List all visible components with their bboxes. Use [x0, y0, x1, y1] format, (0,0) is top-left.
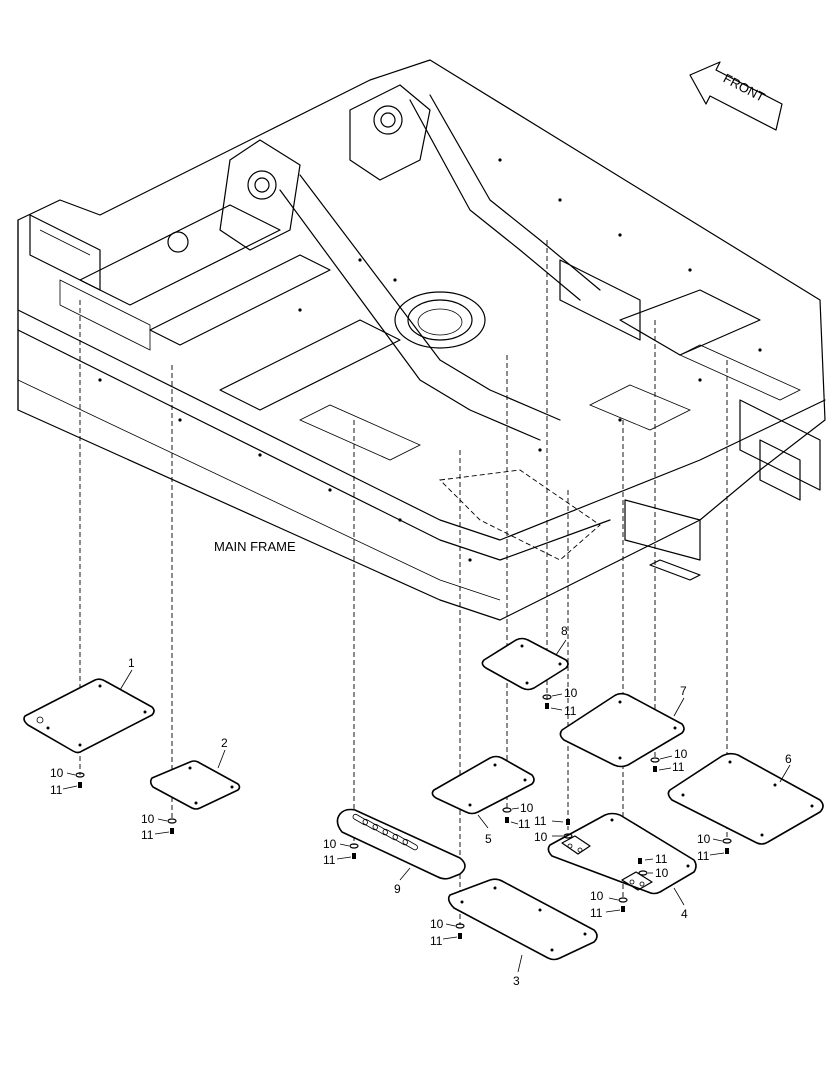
part-label-3: 3 [513, 974, 520, 988]
bolt-label-2: 11 [141, 828, 154, 842]
fastener-group-3: 10 11 [430, 917, 465, 948]
fastener-group-4-right: 11 10 [638, 852, 669, 880]
part-label-7: 7 [680, 684, 687, 698]
bolt-label-4b: 11 [534, 814, 547, 828]
cover-plate-9: 9 [336, 808, 466, 896]
washer-label-2: 10 [141, 812, 155, 826]
washer-label-8: 10 [564, 686, 578, 700]
cover-plate-3: 3 [447, 878, 598, 988]
bolt-label-4c: 11 [655, 852, 668, 866]
bolt-label-4a: 11 [590, 906, 603, 920]
fastener-group-4-top: 11 10 [534, 814, 573, 844]
cover-plate-2: 2 [149, 736, 241, 810]
cover-plate-6: 6 [667, 752, 824, 845]
bolt-label-7: 11 [672, 760, 685, 774]
part-label-1: 1 [128, 656, 135, 670]
washer-label-6: 10 [697, 832, 711, 846]
cover-plate-4: 4 [547, 812, 697, 921]
leader-lines [79, 240, 728, 925]
part-label-4: 4 [681, 907, 688, 921]
part-label-2: 2 [221, 736, 228, 750]
bolt-label-5: 11 [518, 817, 531, 831]
bolt-label-8: 11 [564, 704, 577, 718]
fastener-group-2: 10 11 [141, 812, 177, 842]
washer-label-4b: 10 [534, 830, 548, 844]
fastener-group-6: 10 11 [697, 832, 732, 863]
washer-label-3: 10 [430, 917, 444, 931]
main-frame-label: MAIN FRAME [214, 539, 296, 554]
washer-label-9: 10 [323, 837, 337, 851]
front-label: FRONT [721, 70, 768, 104]
fastener-group-8: 10 11 [542, 686, 578, 718]
part-label-9: 9 [394, 882, 401, 896]
cover-plate-1: 1 [23, 656, 155, 754]
washer-label-4a: 10 [590, 889, 604, 903]
washer-label-5: 10 [520, 801, 534, 815]
washer-label-1: 10 [50, 766, 64, 780]
fastener-group-4-left: 10 11 [590, 889, 628, 920]
washer-label-4c: 10 [655, 866, 669, 880]
fastener-group-9: 10 11 [323, 837, 359, 867]
part-label-6: 6 [785, 752, 792, 766]
bolt-label-9: 11 [323, 853, 336, 867]
fastener-group-5: 10 11 [502, 801, 534, 831]
cover-plate-8: 8 [481, 624, 569, 691]
front-arrow: FRONT [689, 61, 783, 131]
vent-slots [352, 813, 418, 851]
part-label-5: 5 [485, 832, 492, 846]
cover-plate-7: 7 [559, 684, 687, 768]
main-frame-drawing [17, 59, 826, 621]
cover-plate-5: 5 [431, 755, 535, 846]
fastener-group-1: 10 11 [50, 766, 85, 797]
fastener-group-7: 10 11 [650, 747, 688, 774]
washer-label-7: 10 [674, 747, 688, 761]
bolt-label-1: 11 [50, 783, 63, 797]
part-label-8: 8 [561, 624, 568, 638]
bolt-label-6: 11 [697, 849, 710, 863]
bolt-label-3: 11 [430, 934, 443, 948]
